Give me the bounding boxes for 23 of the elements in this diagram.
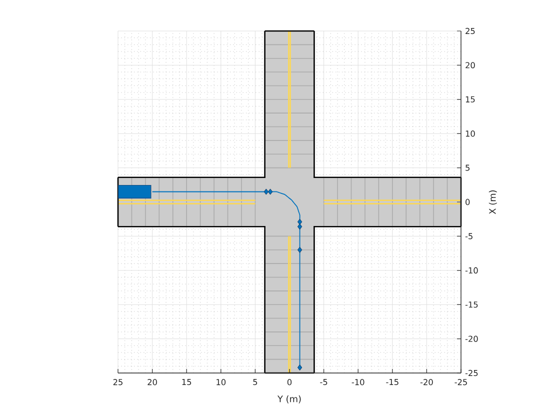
y-tick-label: 5 (466, 164, 470, 171)
y-tick-label: 0 (466, 198, 470, 206)
y-tick-label: -10 (465, 267, 478, 274)
y-tick-label: -25 (465, 370, 478, 376)
x-axis-title: Y (m) (277, 395, 301, 404)
x-tick-label: -20 (420, 379, 433, 386)
x-tick-label: 10 (216, 379, 226, 386)
y-tick-label: 25 (466, 28, 475, 34)
x-tick-label: -10 (352, 379, 364, 386)
x-tick-label: 20 (148, 379, 157, 386)
y-tick-label: 20 (466, 62, 475, 68)
y-axis-title: X (m) (488, 190, 497, 214)
y-tick-label: 10 (466, 130, 475, 137)
x-tick-label: 5 (253, 379, 258, 386)
y-tick-label: -5 (465, 233, 472, 240)
y-tick-label: 15 (466, 96, 475, 102)
x-tick-label: -15 (386, 379, 398, 386)
x-tick-label: 0 (287, 379, 292, 386)
x-tick-label: 15 (182, 379, 192, 386)
x-tick-label: -5 (320, 379, 328, 386)
y-tick-label: -15 (465, 302, 478, 308)
x-tick-label: 25 (113, 379, 122, 386)
y-tick-label: -20 (465, 336, 478, 342)
